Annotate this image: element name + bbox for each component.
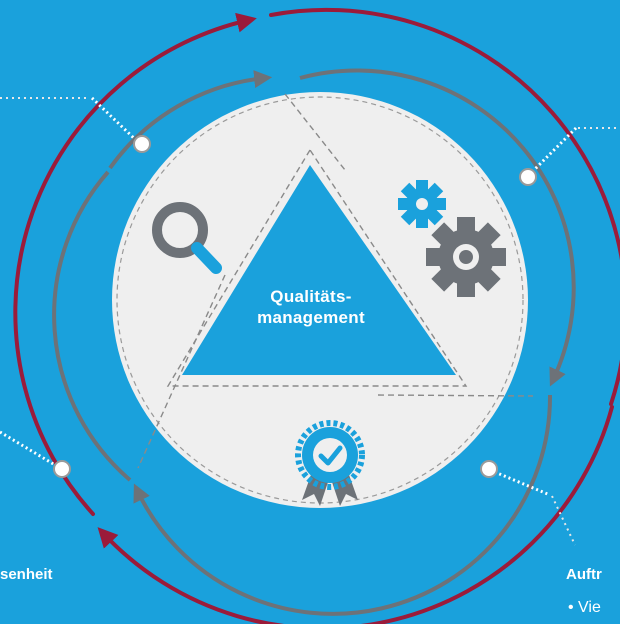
outer-cycle-ring [13, 7, 620, 624]
connector-bottom-right [480, 460, 576, 546]
small-gear-icon [398, 180, 446, 228]
outer-arc-top [269, 7, 620, 406]
magnifier-icon [152, 202, 222, 274]
center-triangle-dashed-outline [166, 148, 468, 387]
large-gear-icon [426, 217, 506, 297]
label-left: senheit [0, 566, 53, 583]
inner-arc-left [52, 170, 132, 482]
connector-top-left [0, 96, 151, 153]
sector-dividers [137, 93, 534, 469]
connectors [0, 96, 620, 546]
connector-bottom-left [0, 430, 71, 478]
inner-arc-bottom [133, 394, 553, 616]
bullet-right: • Vie [568, 599, 601, 616]
inner-arc-top [108, 70, 273, 170]
outer-arc-right-bottom [97, 405, 614, 624]
inner-cycle-ring [52, 68, 576, 616]
connector-top-right [519, 126, 620, 186]
center-triangle [182, 165, 456, 375]
award-badge-icon [295, 420, 365, 506]
label-right: Auftr [566, 566, 602, 583]
gears-icon [398, 180, 506, 297]
outer-arc-left [13, 12, 257, 516]
inner-arc-right [299, 68, 576, 387]
center-title-line-1: Qualitäts- [270, 287, 352, 306]
center-title-line-2: management [257, 308, 365, 327]
center-title: Qualitäts- management [236, 286, 386, 328]
